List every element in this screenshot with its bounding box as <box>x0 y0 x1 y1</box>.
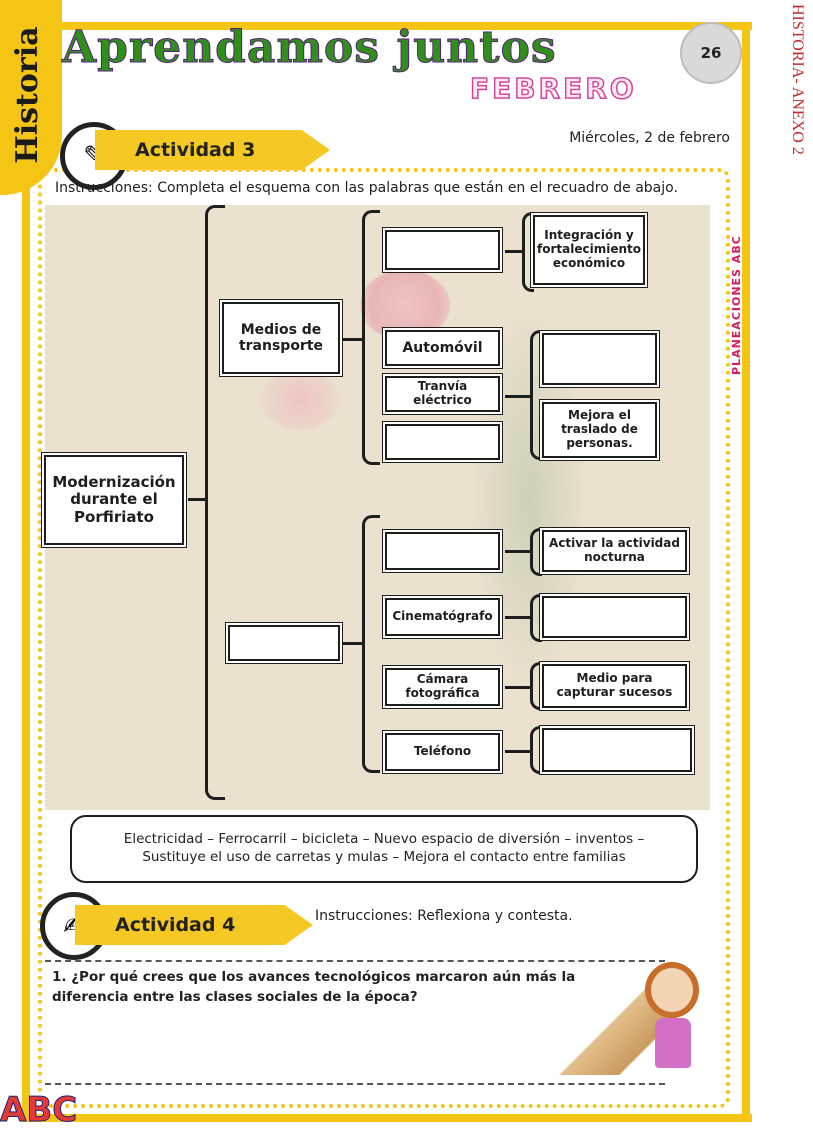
invention-item: Cámara fotográfica <box>385 668 500 706</box>
description-box: Mejora el traslado de personas. <box>542 402 657 458</box>
description-box: Integración y fortalecimiento económico <box>533 215 645 285</box>
girl-illustration-body <box>655 1018 691 1068</box>
connector <box>505 250 523 253</box>
subject-tab <box>0 0 62 195</box>
answer-box[interactable] <box>385 532 500 570</box>
answer-box[interactable] <box>385 424 500 460</box>
desc-bracket <box>530 594 542 642</box>
activity3-banner: Actividad 3 <box>95 130 330 170</box>
answer-box[interactable] <box>542 333 657 385</box>
word-bank-line: Sustituye el uso de carretas y mulas – M… <box>142 849 626 866</box>
frame-bottom <box>22 1114 752 1122</box>
frame-left <box>22 22 30 1122</box>
connector <box>188 498 206 501</box>
word-bank-line: Electricidad – Ferrocarril – bicicleta –… <box>123 831 645 847</box>
dotted-border <box>38 168 730 1108</box>
activity4-banner: Actividad 4 <box>75 905 313 945</box>
answer-box[interactable] <box>542 596 687 638</box>
frame-right <box>742 22 750 1122</box>
desc-bracket <box>530 330 542 460</box>
connector <box>505 550 530 553</box>
desc-bracket <box>530 528 542 576</box>
description-box: Activar la actividad nocturna <box>542 530 687 572</box>
brand-logo: ABC <box>0 1090 78 1131</box>
flower-illustration <box>360 270 450 340</box>
month-title: FEBRERO <box>469 71 637 106</box>
page-title: Aprendamos juntos <box>62 22 557 74</box>
answer-box[interactable] <box>385 230 500 270</box>
transport-item: Tranvía eléctrico <box>385 376 500 412</box>
girl-illustration <box>645 962 699 1018</box>
connector <box>505 686 530 689</box>
date: Miércoles, 2 de febrero <box>569 130 730 146</box>
description-box: Medio para capturar sucesos <box>542 664 687 708</box>
frame-top <box>22 22 752 30</box>
activity4-instructions: Instrucciones: Reflexiona y contesta. <box>315 908 573 924</box>
answer-box[interactable] <box>542 728 692 772</box>
answer-area[interactable] <box>45 960 665 1085</box>
desc-bracket <box>522 212 534 292</box>
connector <box>505 395 530 398</box>
invention-item: Cinematógrafo <box>385 598 500 636</box>
activity3-instructions: Instrucciones: Completa el esquema con l… <box>55 180 678 196</box>
main-bracket <box>205 205 225 800</box>
desc-bracket <box>530 662 542 710</box>
side-brand-label: PLANEACIONES ABC <box>730 235 743 375</box>
transport-item: Automóvil <box>385 330 500 366</box>
answer-box[interactable] <box>228 625 340 661</box>
invention-item: Teléfono <box>385 733 500 771</box>
connector <box>343 642 363 645</box>
word-bank: Electricidad – Ferrocarril – bicicleta –… <box>70 815 698 883</box>
flower-illustration <box>260 370 340 430</box>
page-number: 26 <box>680 22 742 84</box>
question-text: 1. ¿Por qué crees que los avances tecnol… <box>52 969 576 1005</box>
transport-bracket <box>362 210 380 465</box>
side-annex-label: HISTORIA- ANEXO 2 <box>789 4 806 155</box>
connector <box>505 616 530 619</box>
connector <box>505 750 530 753</box>
connector <box>343 338 363 341</box>
subject-tab-label: Historia <box>10 26 45 164</box>
root-node: Modernización durante el Porfiriato <box>44 455 184 545</box>
desc-bracket <box>530 726 542 774</box>
inventions-bracket <box>362 515 380 773</box>
branch-transport: Medios de transporte <box>222 302 340 374</box>
